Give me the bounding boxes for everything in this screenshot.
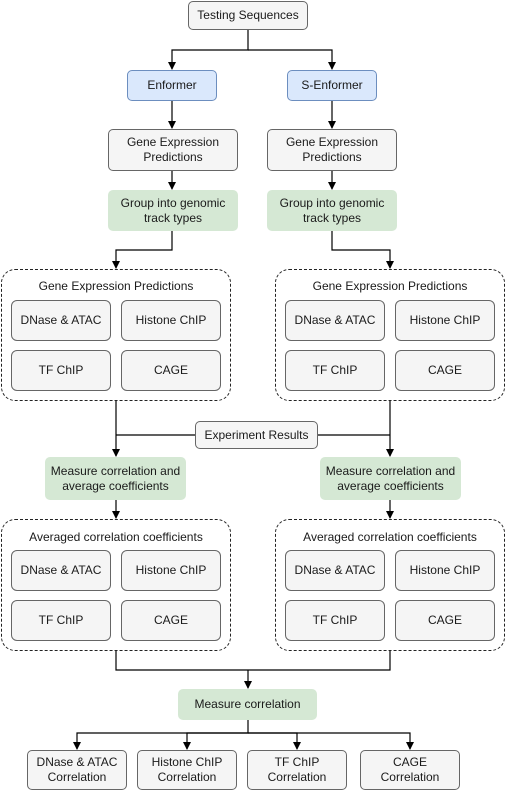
track-tf-chip: TF ChIP [11,350,111,391]
gene-expression-predictions-right: Gene Expression Predictions [267,129,397,171]
group-into-track-types-right: Group into genomic track types [267,190,397,231]
coefficient-group-left: Averaged correlation coefficients DNase … [1,519,231,651]
track-cage: CAGE [395,350,495,391]
track-dnase-atac: DNase & ATAC [285,300,385,341]
output-tf-chip-correlation: TF ChIP Correlation [247,750,347,790]
enformer-node: Enformer [127,70,217,101]
track-cage: CAGE [121,600,221,641]
experiment-results-node: Experiment Results [195,421,318,449]
testing-sequences-node: Testing Sequences [188,1,308,30]
group-title: Gene Expression Predictions [38,279,194,293]
output-dnase-atac-correlation: DNase & ATAC Correlation [27,750,127,790]
prediction-group-left: Gene Expression Predictions DNase & ATAC… [1,269,231,401]
track-dnase-atac: DNase & ATAC [285,550,385,591]
group-title: Averaged correlation coefficients [303,530,477,544]
s-enformer-node: S-Enformer [287,70,377,101]
gene-expression-predictions-left: Gene Expression Predictions [108,129,238,171]
track-cage: CAGE [395,600,495,641]
measure-correlation-average-right: Measure correlation and average coeffici… [320,457,461,500]
group-title: Averaged correlation coefficients [29,530,203,544]
track-histone-chip: Histone ChIP [121,300,221,341]
group-into-track-types-left: Group into genomic track types [108,190,238,231]
track-cage: CAGE [121,350,221,391]
group-title: Gene Expression Predictions [312,279,468,293]
track-histone-chip: Histone ChIP [395,300,495,341]
track-histone-chip: Histone ChIP [121,550,221,591]
track-dnase-atac: DNase & ATAC [11,300,111,341]
track-tf-chip: TF ChIP [285,350,385,391]
output-cage-correlation: CAGE Correlation [360,750,460,790]
track-dnase-atac: DNase & ATAC [11,550,111,591]
prediction-group-right: Gene Expression Predictions DNase & ATAC… [275,269,505,401]
output-histone-chip-correlation: Histone ChIP Correlation [137,750,237,790]
measure-correlation-node: Measure correlation [178,689,317,720]
measure-correlation-average-left: Measure correlation and average coeffici… [45,457,186,500]
track-tf-chip: TF ChIP [11,600,111,641]
coefficient-group-right: Averaged correlation coefficients DNase … [275,519,505,651]
track-histone-chip: Histone ChIP [395,550,495,591]
track-tf-chip: TF ChIP [285,600,385,641]
